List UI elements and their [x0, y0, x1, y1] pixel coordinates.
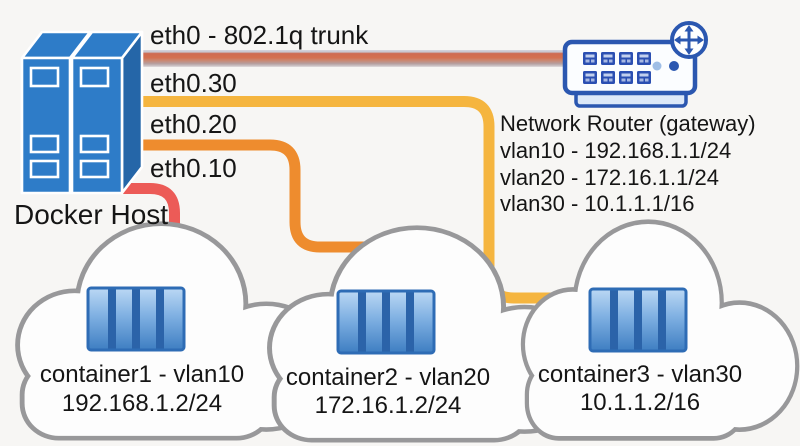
router-vlan20-label: vlan20 - 172.16.1.1/24	[500, 165, 719, 190]
container1-label: container1 - vlan10	[40, 361, 244, 388]
router-label: Network Router (gateway)	[500, 111, 756, 136]
router-vlan10-label: vlan10 - 192.168.1.1/24	[500, 138, 731, 163]
container1-ip: 192.168.1.2/24	[62, 390, 222, 417]
eth0-10-link-line	[112, 183, 180, 262]
eth0-30-label: eth0.30	[150, 68, 237, 98]
container3-label: container3 - vlan30	[538, 361, 742, 388]
eth0-trunk-label: eth0 - 802.1q trunk	[150, 20, 369, 50]
docker-host-icon	[20, 30, 144, 195]
container2-ip: 172.16.1.2/24	[315, 392, 462, 419]
router-icon	[562, 21, 708, 108]
container3-ip: 10.1.1.2/16	[580, 389, 700, 416]
container2-label: container2 - vlan20	[286, 364, 490, 391]
container2-icon	[336, 289, 436, 355]
led-dot	[652, 61, 662, 71]
container1-icon	[86, 286, 186, 352]
router-vlan30-label: vlan30 - 10.1.1.1/16	[500, 191, 694, 216]
docker-host-label: Docker Host	[14, 199, 168, 230]
routing-symbol-icon	[670, 21, 708, 59]
container3-icon	[588, 287, 688, 353]
eth0-trunk-link-line	[112, 50, 574, 67]
eth0-20-link-line	[136, 139, 398, 253]
eth0-10-label: eth0.10	[150, 153, 237, 183]
led-dot	[669, 61, 679, 71]
eth0-20-label: eth0.20	[150, 109, 237, 139]
